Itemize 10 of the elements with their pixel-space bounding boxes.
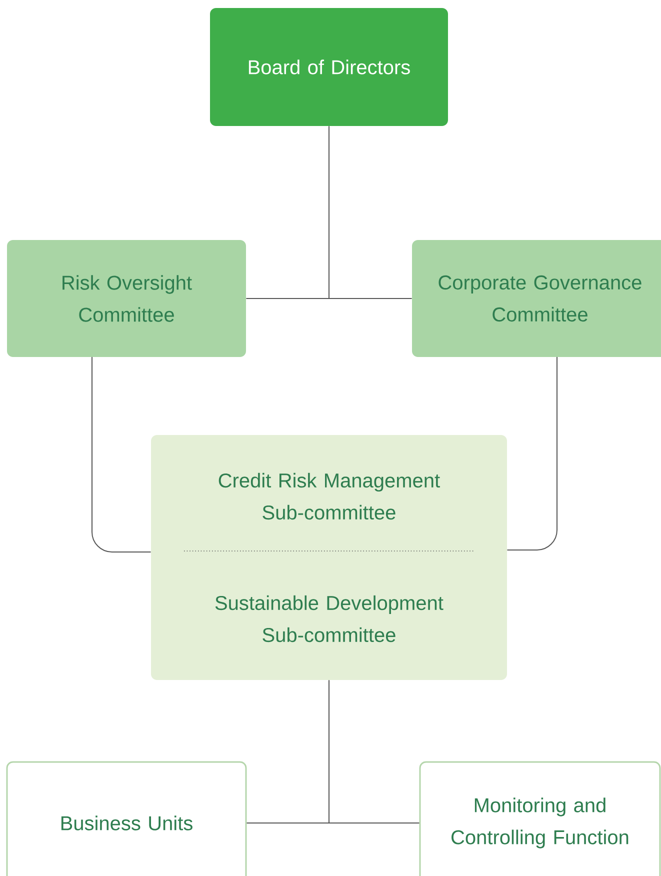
unit-box: Monitoring and Controlling Function [419, 761, 661, 876]
committee-box: Risk Oversight Committee [7, 240, 246, 357]
committee-box: Corporate Governance Committee [412, 240, 661, 357]
connector-line [92, 356, 152, 552]
connector-line [506, 356, 558, 550]
board-box: Board of Directors [210, 8, 448, 126]
unit-box: Business Units [6, 761, 247, 876]
subcommittee-box: Credit Risk Management Sub-committee Sustainable Development Sub-committee [151, 435, 507, 680]
connector-line [328, 680, 420, 824]
connector-line [328, 126, 412, 299]
